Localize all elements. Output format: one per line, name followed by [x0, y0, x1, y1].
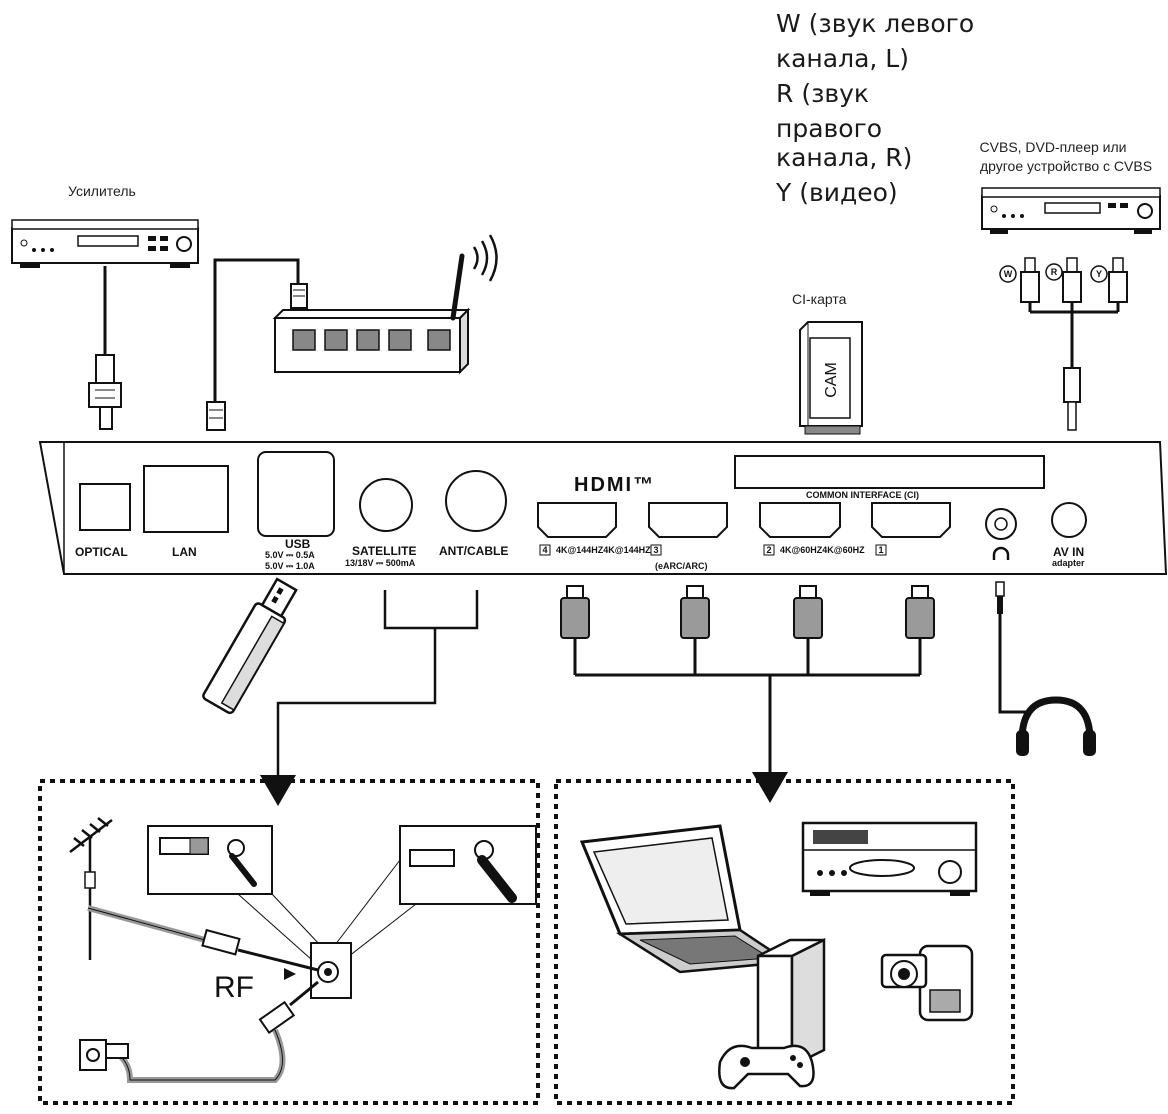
hdmi-cables: [560, 585, 935, 803]
ci-slot: [734, 455, 1045, 489]
game-console-icon: [718, 937, 826, 1090]
router-device: [206, 234, 498, 431]
hdmi-logo: HDMI™: [574, 474, 655, 496]
hdmi-1-number: 1: [878, 545, 883, 555]
headphones-icon: [995, 581, 1096, 756]
cvbs-device: CVBS, DVD-плеер или другое устройство с …: [980, 139, 1161, 431]
common-interface-label: COMMON INTERFACE (CI): [806, 490, 919, 500]
hdmi-1-port: [871, 502, 951, 538]
satellite-label: SATELLITE: [352, 544, 416, 558]
rca-plugs: W R Y: [999, 257, 1128, 431]
hdmi-3-number: 3: [653, 545, 658, 555]
tv-back-panel: OPTICAL LAN USB 5.0V ⎓ 0.5A 5.0V ⎓ 1.0A …: [38, 441, 1168, 575]
usb-stick-icon: [202, 577, 298, 715]
legend-line-2: канала, L): [776, 44, 909, 73]
headphone-symbol-icon: [992, 546, 1010, 560]
cvbs-label-line2: другое устройство с CVBS: [980, 158, 1152, 174]
amplifier-label: Усилитель: [68, 183, 136, 199]
antenna-arrow-icon: [260, 775, 296, 806]
hdmi-devices-box: [554, 779, 1015, 1105]
hdmi-arrow-icon: [752, 772, 788, 803]
antenna-box: RF: [38, 779, 540, 1105]
ant-cable-port: [445, 470, 507, 532]
cam-label: CAM: [823, 362, 840, 398]
legend-line-3: R (звук: [776, 79, 869, 108]
optical-port: [79, 483, 131, 531]
satellite-port: [359, 478, 413, 532]
lan-label: LAN: [172, 545, 197, 559]
hdmi-4-port: [537, 502, 617, 538]
av-in-label: AV IN: [1053, 545, 1084, 559]
dvd-player-icon: [801, 821, 978, 896]
ant-cable-label: ANT/CABLE: [439, 544, 508, 558]
usb-spec-2: 5.0V ⎓ 1.0A: [265, 561, 315, 571]
camcorder-icon: [880, 944, 974, 1022]
rca-r-label: R: [1051, 267, 1058, 277]
legend-line-1: W (звук левого: [776, 9, 974, 38]
laptop-icon: [579, 824, 792, 974]
rca-y-label: Y: [1096, 269, 1102, 279]
ci-card-device: CI-карта CAM: [792, 291, 863, 435]
hdmi-4-number: 4: [542, 545, 547, 555]
antenna-connection-lines: [260, 590, 479, 806]
legend-line-4: правого: [776, 114, 882, 143]
rf-label: RF: [214, 971, 254, 1004]
legend-line-6: Y (видео): [775, 178, 898, 207]
amplifier-device: Усилитель: [11, 183, 199, 430]
satellite-spec: 13/18V ⎓ 500mA: [345, 558, 416, 568]
optical-label: OPTICAL: [75, 545, 128, 559]
av-adapter-label: adapter: [1052, 558, 1085, 568]
av-in-port: [1051, 502, 1087, 538]
cvbs-label-line1: CVBS, DVD-плеер или: [980, 139, 1127, 155]
hdmi-2-port: [759, 502, 841, 538]
hdmi-2-number: 2: [766, 545, 771, 555]
usb-port: [257, 451, 335, 537]
earc-label: (eARC/ARC): [655, 561, 708, 571]
usb-label: USB: [285, 537, 311, 551]
rca-legend: W (звук левого канала, L) R (звук правог…: [775, 9, 974, 207]
hdmi-3-port: [648, 502, 728, 538]
legend-line-5: канала, R): [776, 143, 912, 172]
lan-port: [143, 465, 229, 533]
hdmi-2-spec: 4K@60HZ4K@60HZ: [780, 545, 865, 555]
rca-w-label: W: [1004, 269, 1013, 279]
hdmi-4-spec: 4K@144HZ4K@144HZ: [556, 545, 651, 555]
usb-spec-1: 5.0V ⎓ 0.5A: [265, 550, 315, 560]
ci-card-label: CI-карта: [792, 291, 847, 307]
